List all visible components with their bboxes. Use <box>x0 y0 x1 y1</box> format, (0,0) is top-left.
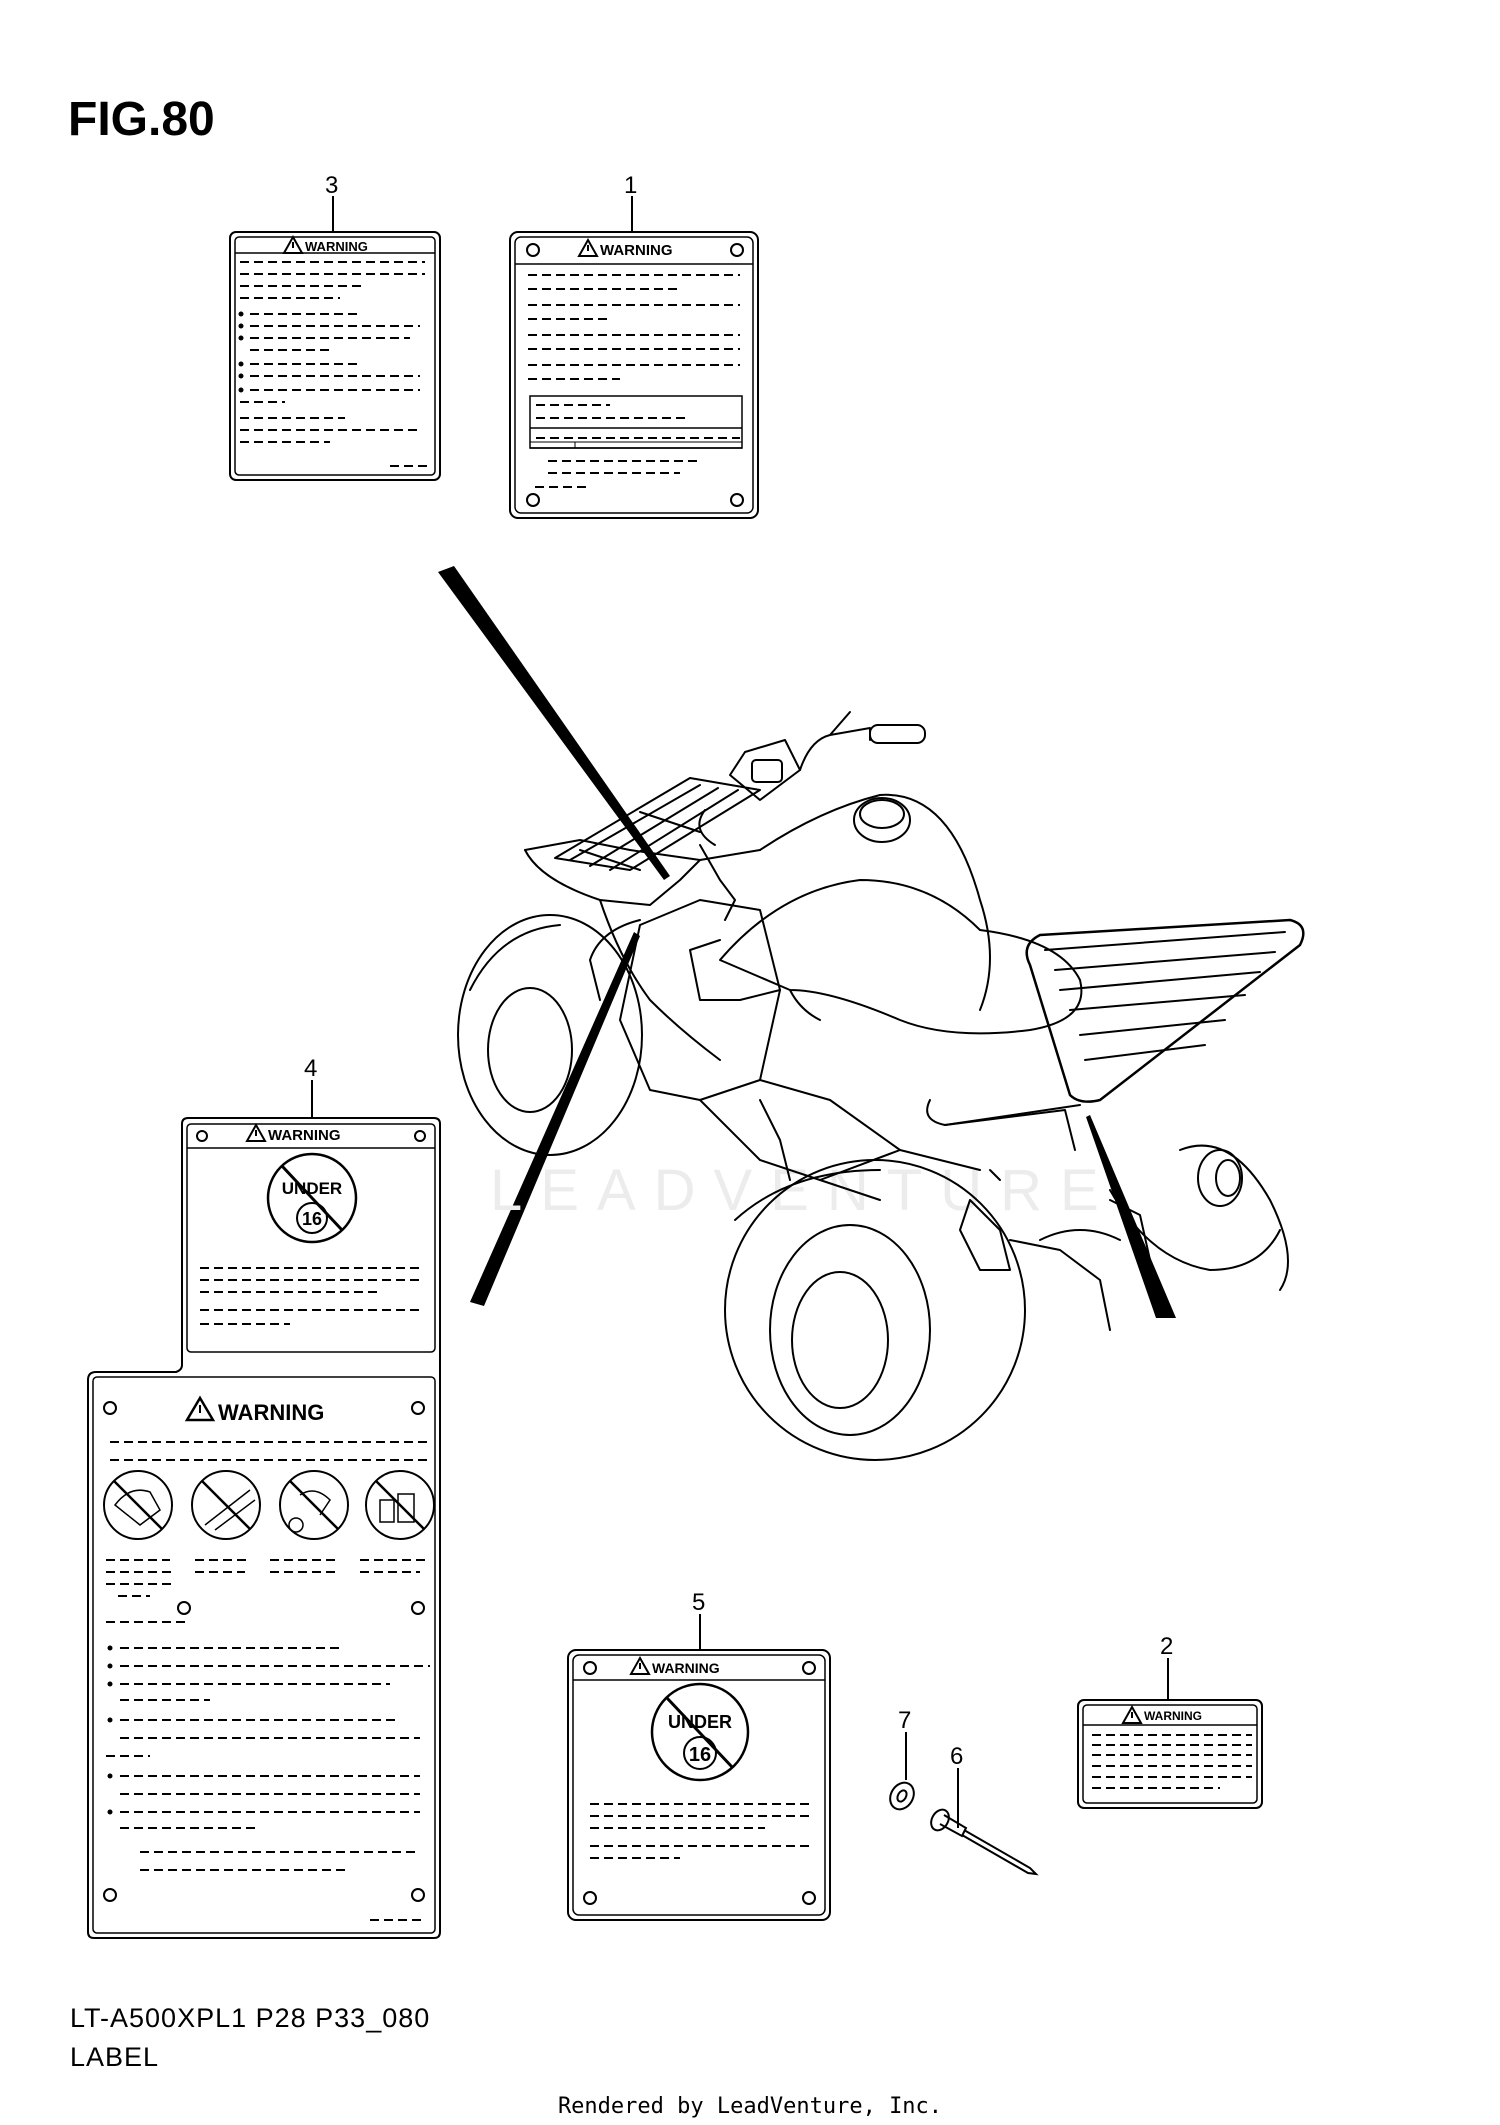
figure-caption: LABEL <box>70 2042 160 2072</box>
age-text: 16 <box>689 1744 711 1766</box>
callout-4: 4 <box>304 1055 317 1082</box>
label-5: WARNING UNDER 16 <box>567 1649 831 1921</box>
callout-7: 7 <box>898 1707 911 1734</box>
under-text: UNDER <box>282 1179 342 1198</box>
pointer-label-2 <box>1086 1115 1176 1318</box>
no-passenger-icon <box>103 1470 173 1540</box>
label-5-warning: WARNING <box>652 1660 720 1676</box>
callout-1: 1 <box>624 172 637 199</box>
callout-5: 5 <box>692 1589 705 1616</box>
model-code: LT-A500XPL1 P28 P33_080 <box>70 2003 431 2033</box>
age-text: 16 <box>302 1209 322 1229</box>
no-road-icon <box>191 1470 261 1540</box>
pointer-label-1 <box>438 566 670 880</box>
pointer-label-4 <box>470 932 640 1306</box>
no-under-16-icon: UNDER 16 <box>266 1152 358 1244</box>
washer-part-7 <box>889 1781 915 1811</box>
no-overload-icon <box>365 1470 435 1540</box>
rivet-part-6 <box>930 1808 1039 1876</box>
label-4-lower-warning: WARNING <box>218 1400 324 1425</box>
render-credit: Rendered by LeadVenture, Inc. <box>557 2094 943 2119</box>
label-3: WARNING <box>229 231 441 481</box>
figure-title: FIG.80 <box>68 93 215 146</box>
warning-triangle-icon <box>184 1395 216 1422</box>
watermark: LEADVENTURE <box>490 1158 1117 1223</box>
callout-3: 3 <box>325 172 338 199</box>
under-text: UNDER <box>668 1712 732 1732</box>
no-under-16-icon: UNDER 16 <box>650 1682 750 1782</box>
atv-illustration <box>457 711 1305 1461</box>
label-2-warning: WARNING <box>1144 1709 1202 1723</box>
label-2: WARNING <box>1077 1699 1263 1809</box>
callout-6: 6 <box>950 1743 963 1770</box>
no-alcohol-icon <box>279 1470 349 1540</box>
label-1-warning: WARNING <box>600 242 673 259</box>
callout-2: 2 <box>1160 1633 1173 1660</box>
label-4: WARNING UNDER 16 WARNING <box>87 1117 441 1939</box>
label-4-upper-warning: WARNING <box>268 1127 341 1144</box>
label-1: WARNING <box>509 231 759 519</box>
label-3-warning: WARNING <box>305 239 368 254</box>
